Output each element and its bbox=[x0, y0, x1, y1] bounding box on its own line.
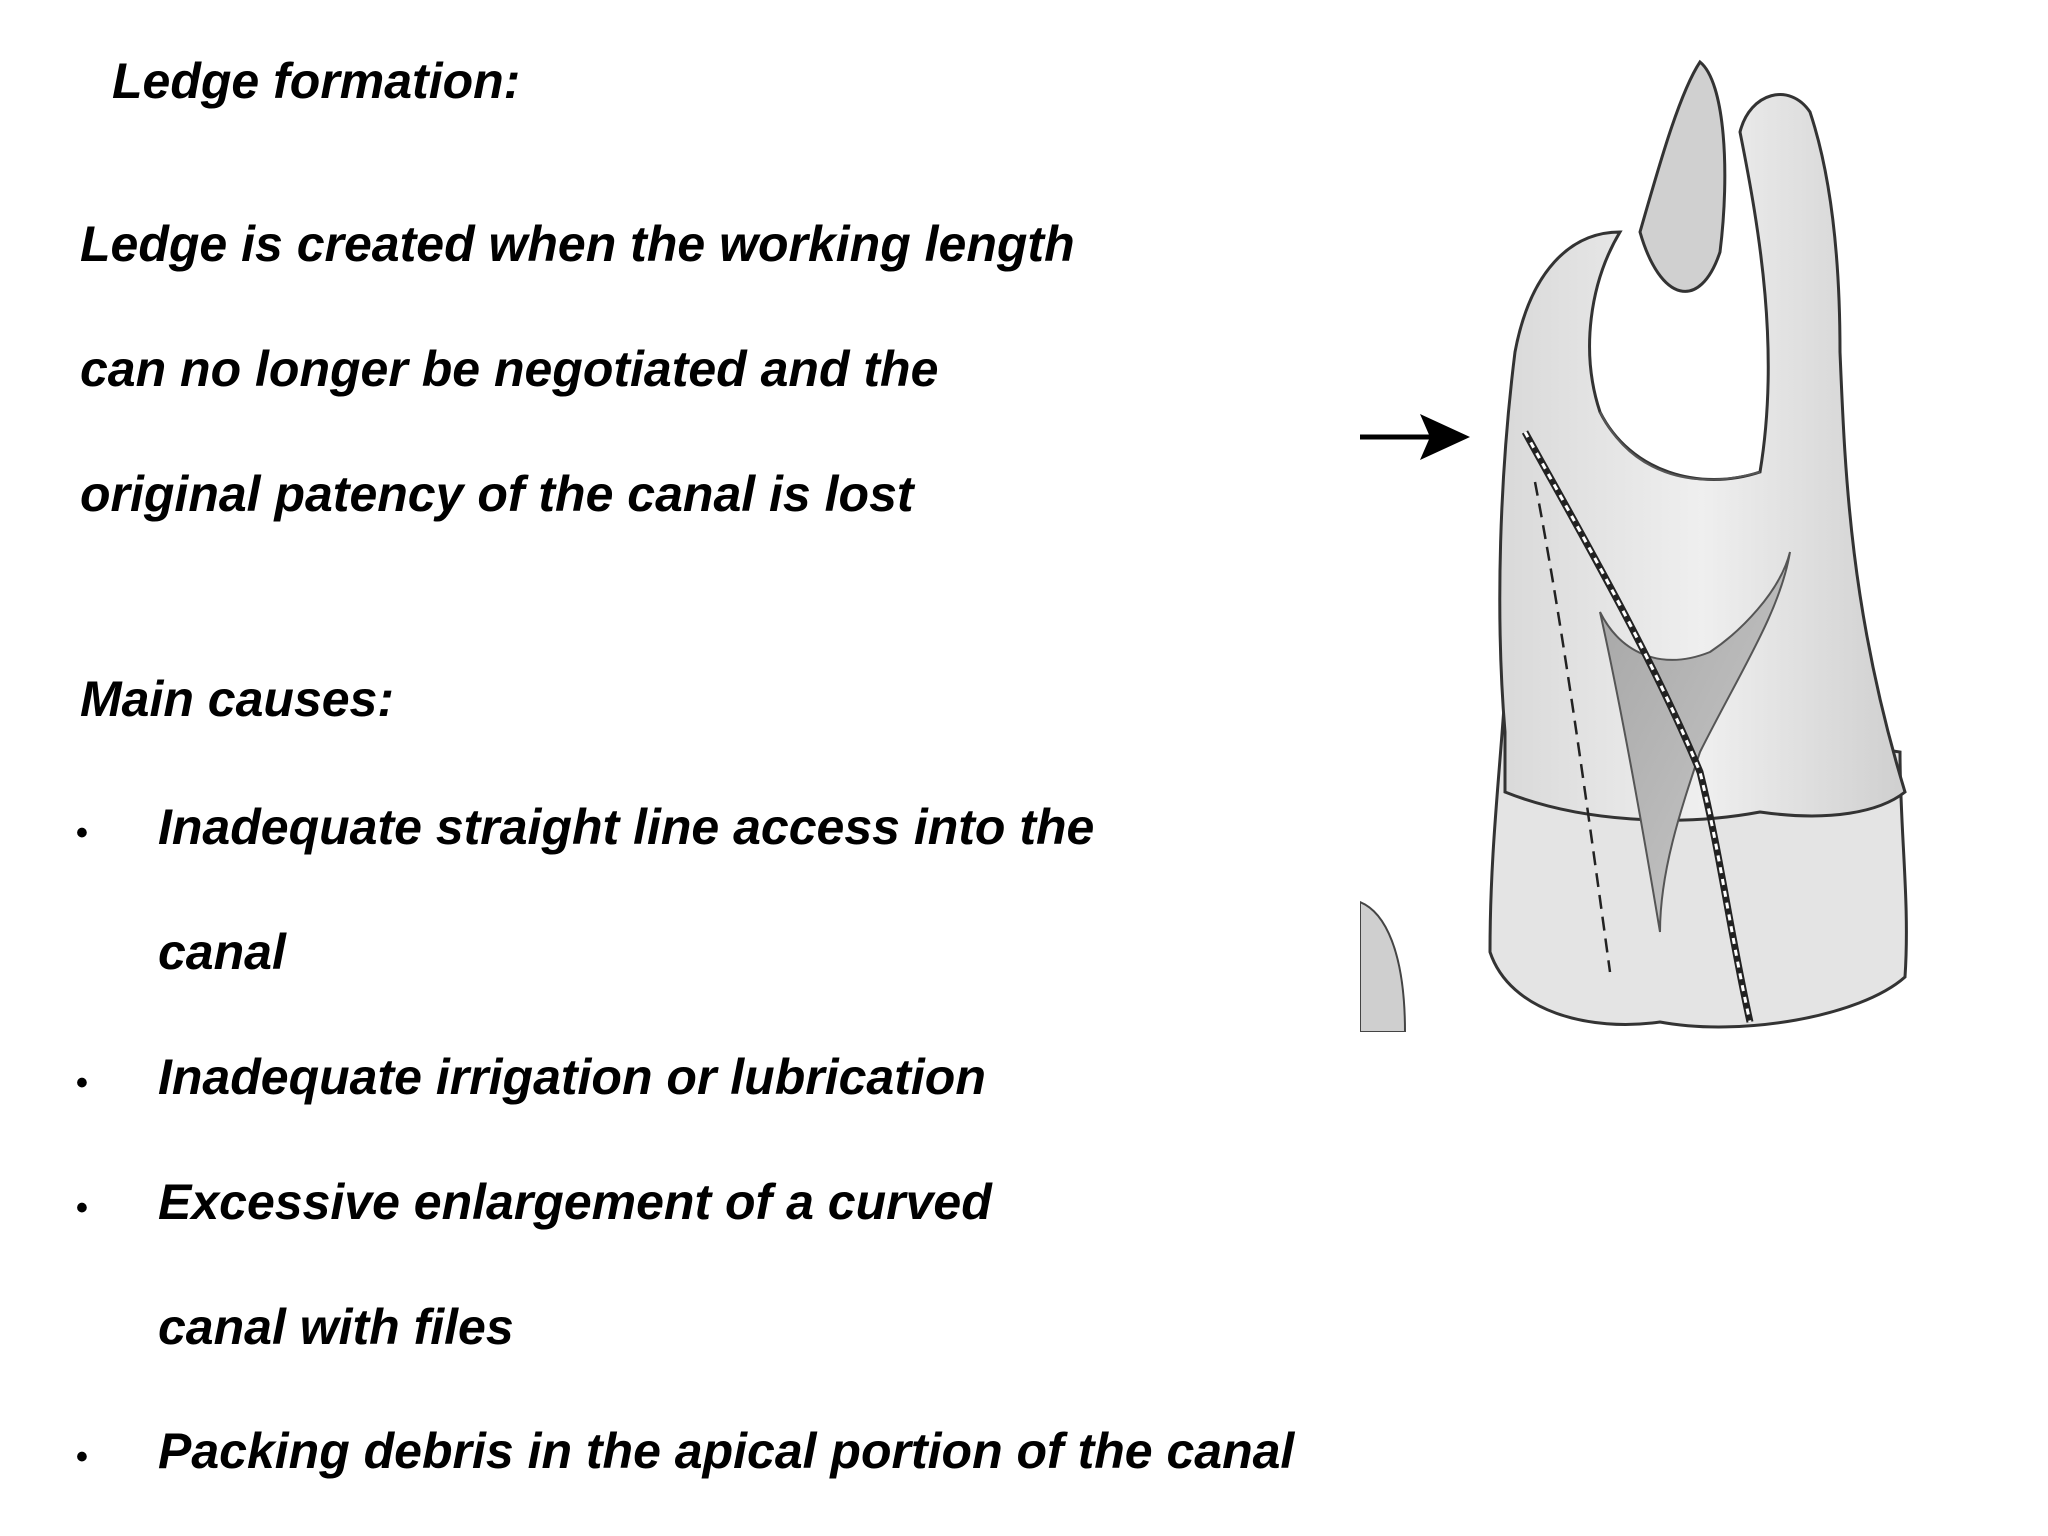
causes-heading: Main causes: bbox=[80, 671, 395, 727]
arrow-right-icon bbox=[1360, 414, 1470, 460]
cause-4-line-1: Packing debris in the apical portion of … bbox=[158, 1423, 1295, 1479]
bullet-marker: • bbox=[76, 1438, 88, 1476]
tooth-root-tip-shape bbox=[1638, 59, 1727, 293]
bullet-marker: • bbox=[76, 1064, 88, 1102]
cause-3-line-2: canal with files bbox=[158, 1299, 514, 1355]
slide-title: Ledge formation: bbox=[112, 53, 521, 109]
definition-line-1: Ledge is created when the working length bbox=[80, 216, 1075, 272]
bullet-marker: • bbox=[76, 1189, 88, 1227]
canal-line bbox=[1599, 411, 1761, 481]
cause-1-line-1: Inadequate straight line access into the bbox=[158, 799, 1095, 855]
tooth-illustration bbox=[1360, 59, 1908, 1032]
definition-line-2: can no longer be negotiated and the bbox=[80, 341, 939, 397]
definition-line-3: original patency of the canal is lost bbox=[80, 466, 914, 522]
bullet-marker: • bbox=[76, 814, 88, 852]
cause-3-line-1: Excessive enlargement of a curved bbox=[158, 1174, 992, 1230]
endodontic-file-spiral bbox=[1523, 431, 1752, 1023]
tooth-root-shape bbox=[1498, 93, 1907, 822]
cause-2-line-1: Inadequate irrigation or lubrication bbox=[158, 1049, 986, 1105]
adjacent-tooth-shape bbox=[1360, 900, 1407, 1032]
cause-1-line-2: canal bbox=[158, 924, 286, 980]
canal-dashed-path bbox=[1533, 481, 1612, 973]
pulp-chamber-shape bbox=[1599, 551, 1791, 933]
